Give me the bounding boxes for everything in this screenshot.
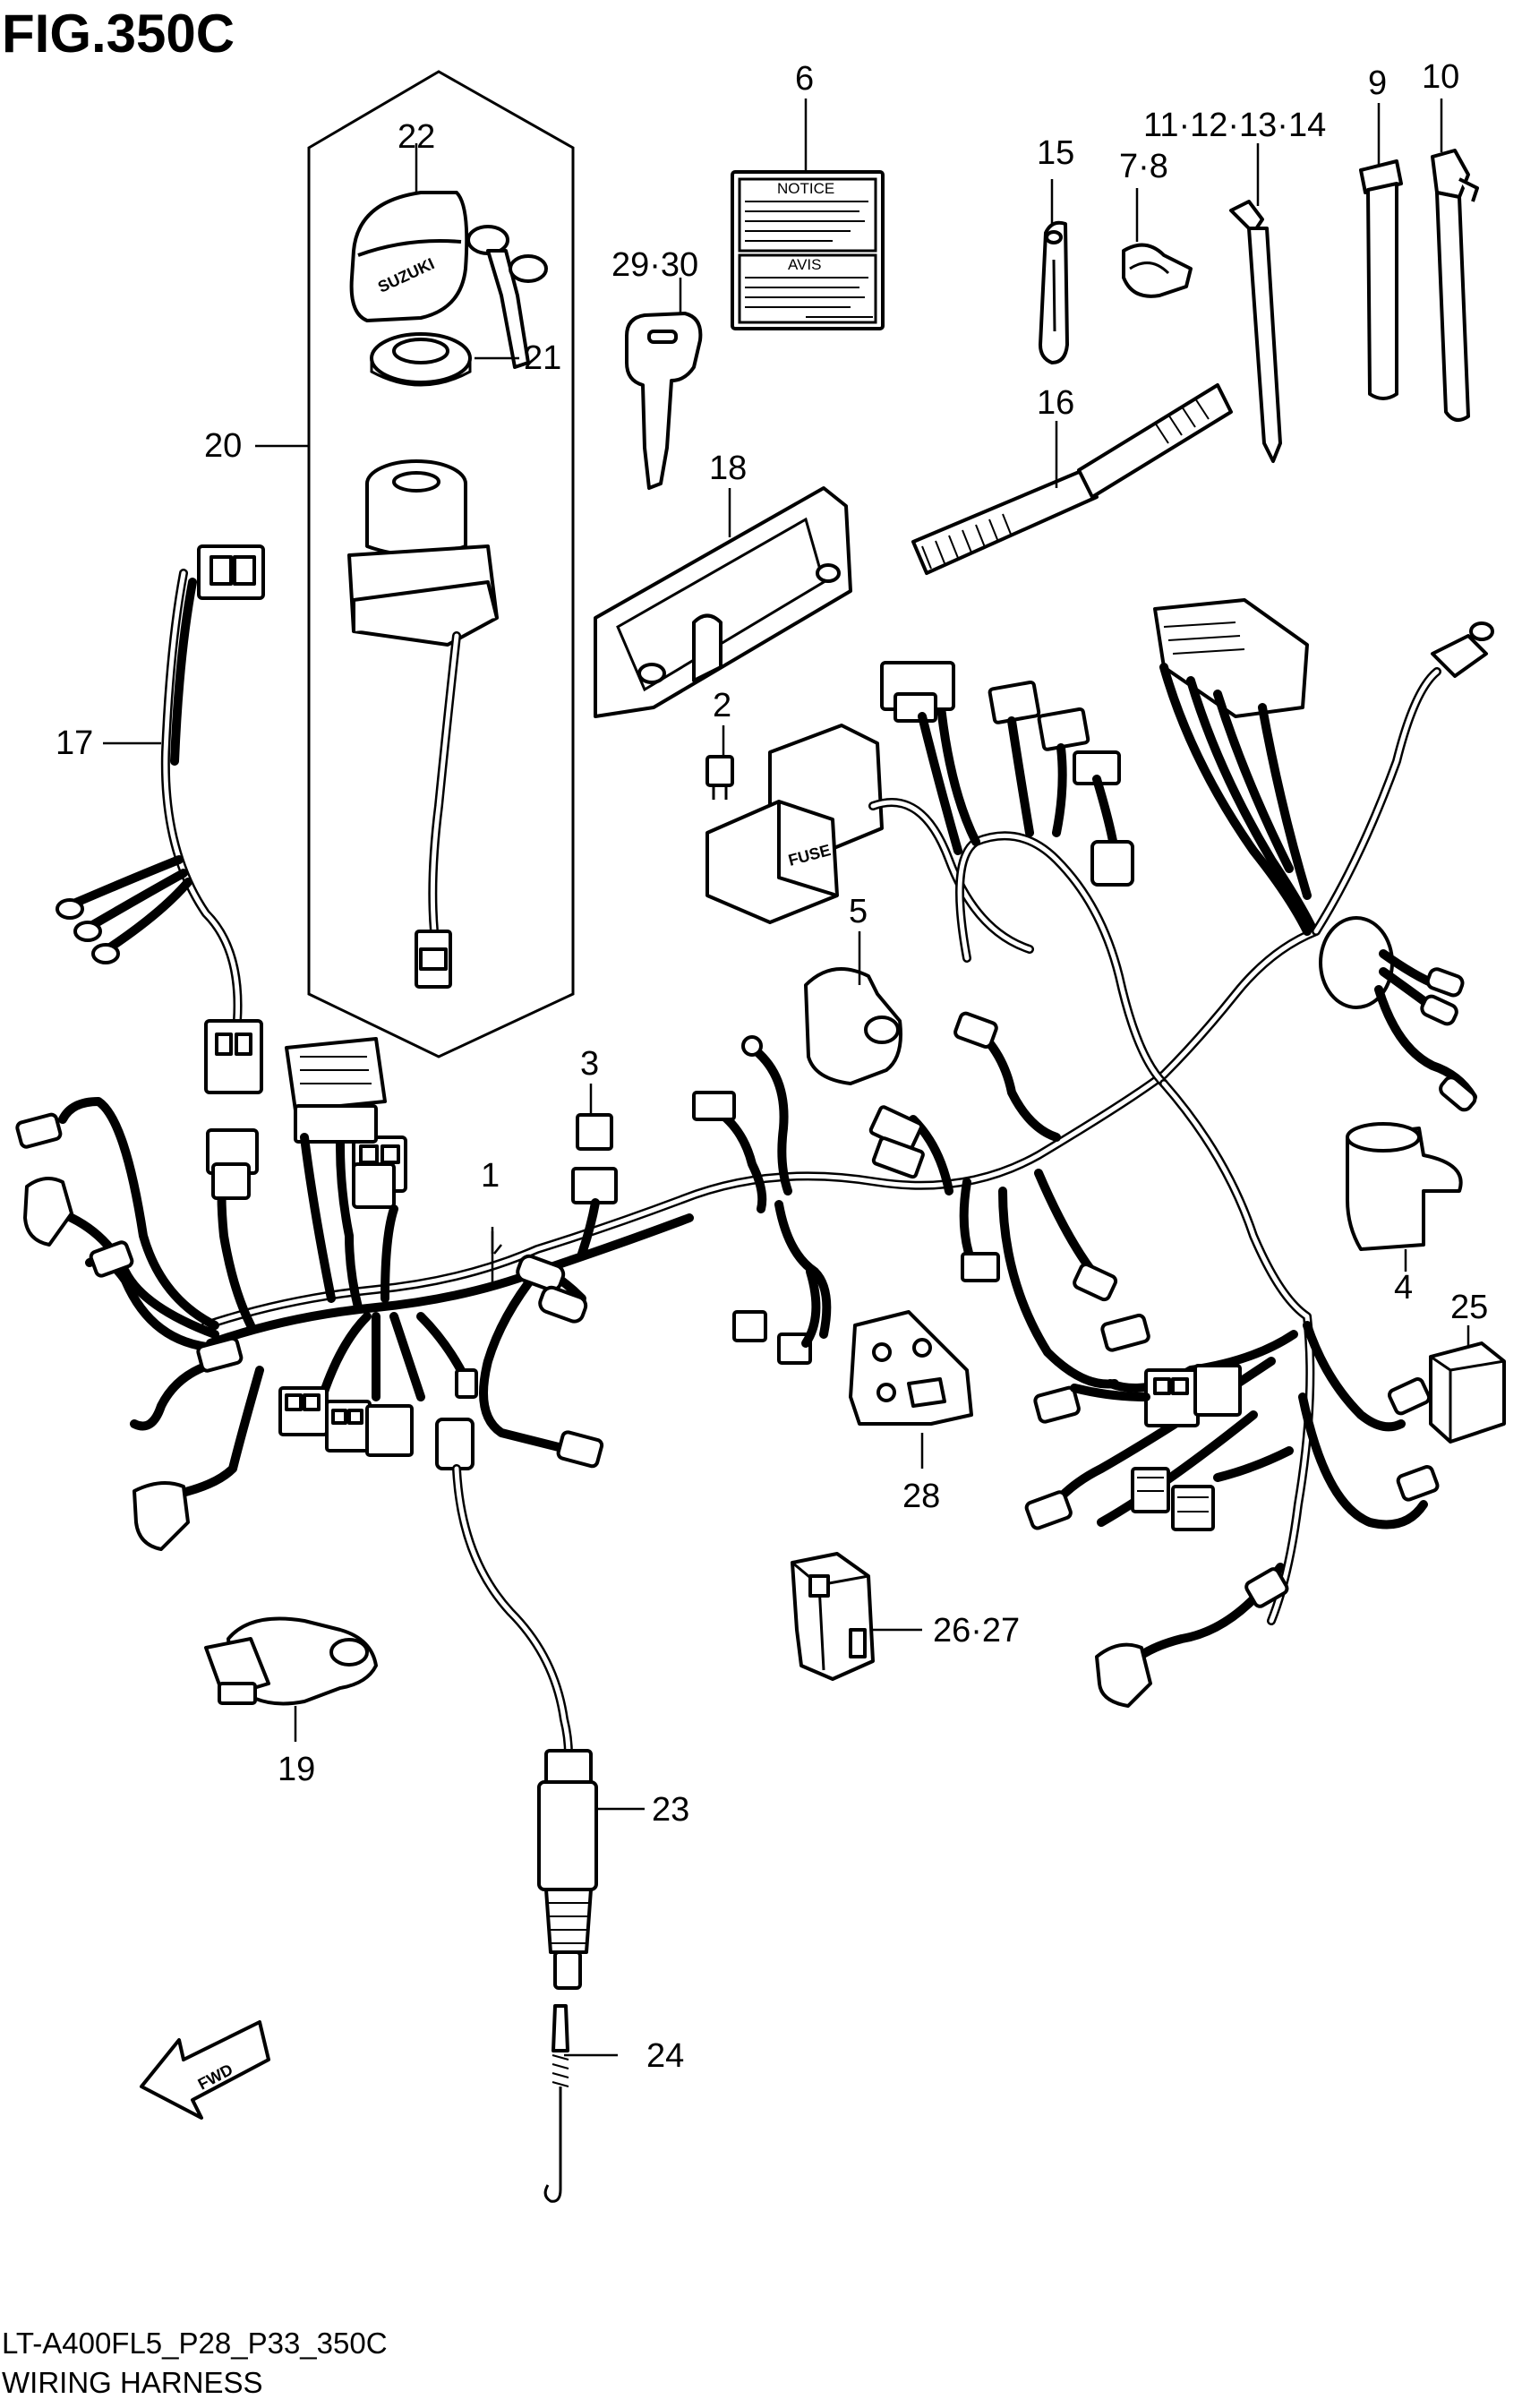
callout-20: 20 xyxy=(204,427,242,465)
callout-26-27: 26·27 xyxy=(933,1612,1020,1650)
callout-17: 17 xyxy=(56,724,93,762)
callout-labels: 1 2 3 4 5 6 7·8 9 10 11·12·13·14 15 16 1… xyxy=(56,58,1488,2075)
callout-16: 16 xyxy=(1037,384,1074,422)
part-29-30-key xyxy=(625,312,703,490)
ignition-switch-group-box xyxy=(307,70,575,1058)
callout-5: 5 xyxy=(849,893,868,930)
part-6-label: NOTICE AVIS xyxy=(731,170,885,330)
callout-4: 4 xyxy=(1394,1269,1413,1307)
part-3-fuse-holder xyxy=(571,1113,618,1258)
callout-2: 2 xyxy=(713,687,731,724)
callout-7-8: 7·8 xyxy=(1119,148,1168,185)
callout-25: 25 xyxy=(1450,1289,1488,1326)
callout-29-30: 29·30 xyxy=(611,246,698,284)
part-9-band xyxy=(1359,159,1403,400)
part-5-cover xyxy=(804,967,902,1085)
callout-9: 9 xyxy=(1368,64,1387,102)
label-avis-text: AVIS xyxy=(788,256,821,273)
part-4-boot xyxy=(1346,1122,1463,1251)
callout-1: 1 xyxy=(481,1157,500,1195)
part-26-27-relay-socket xyxy=(791,1552,875,1681)
callout-3: 3 xyxy=(580,1045,599,1083)
callout-19: 19 xyxy=(278,1751,315,1788)
part-22-key-and-cover: SUZUKI xyxy=(349,191,548,369)
label-notice-text: NOTICE xyxy=(777,180,834,197)
part-19-switch xyxy=(204,1616,378,1706)
figure-code: LT-A400FL5_P28_P33_350C xyxy=(2,2327,388,2360)
callout-6: 6 xyxy=(795,60,814,98)
part-17-sub-harness xyxy=(56,544,265,1094)
part-23-sensor xyxy=(435,1418,598,1990)
part-15-clamp xyxy=(1039,220,1069,364)
leader-lines xyxy=(103,99,1470,2057)
figure-title: FIG.350C xyxy=(2,4,235,64)
callout-11-14: 11·12·13·14 xyxy=(1143,107,1326,144)
callout-24: 24 xyxy=(646,2037,684,2075)
callout-22: 22 xyxy=(398,118,435,156)
figure-name: WIRING HARNESS xyxy=(2,2366,263,2399)
callout-10: 10 xyxy=(1422,58,1459,96)
part-25-relay xyxy=(1429,1341,1506,1444)
part-18-bracket xyxy=(594,486,852,718)
part-1-main-harness xyxy=(15,598,1494,1708)
part-11-14-cable-tie xyxy=(1229,200,1282,463)
callout-15: 15 xyxy=(1037,134,1074,172)
part-2-fuse xyxy=(705,755,734,800)
part-28-bracket-plate xyxy=(849,1310,973,1426)
part-20-ignition-switch xyxy=(347,459,499,989)
callout-18: 18 xyxy=(709,450,747,487)
fuse-box: FUSE xyxy=(705,724,1034,954)
callout-28: 28 xyxy=(902,1478,940,1515)
part-7-8-clip xyxy=(1122,243,1193,298)
part-10-band-clip xyxy=(1431,149,1479,422)
fwd-arrow-icon: FWD xyxy=(140,2020,270,2120)
part-24-probe xyxy=(543,2004,569,2203)
part-16-protector-tube xyxy=(911,383,1233,575)
callout-23: 23 xyxy=(652,1791,689,1829)
part-21-lock-nut xyxy=(370,332,472,387)
callout-21: 21 xyxy=(524,339,561,377)
